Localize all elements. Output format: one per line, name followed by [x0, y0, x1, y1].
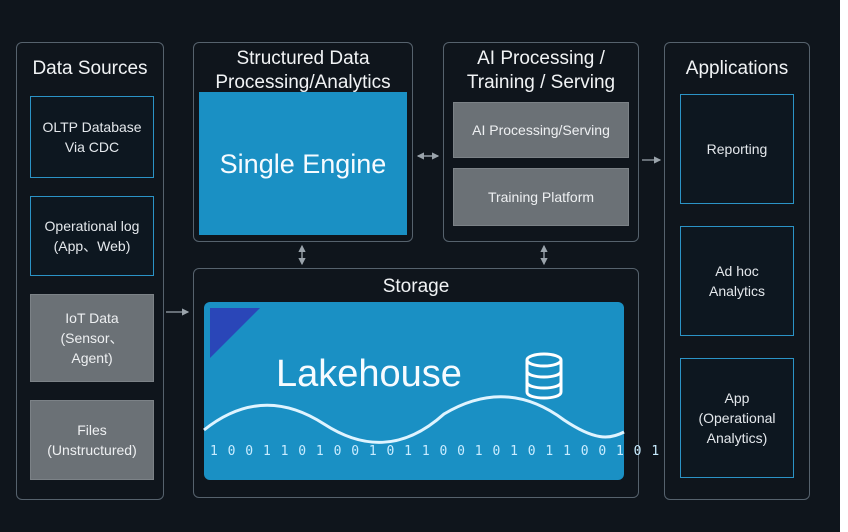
database-icon: [525, 352, 563, 400]
app-ad-hoc-analytics: Ad hoc Analytics: [680, 226, 794, 336]
structured-processing-title: Structured Data Processing/Analytics: [215, 48, 391, 93]
ai-processing-title: AI Processing / Training / Serving: [466, 48, 616, 93]
lakehouse-label: Lakehouse: [276, 353, 462, 395]
ai-processing-serving-box: AI Processing/Serving: [453, 102, 629, 158]
corner-triangle-decoration: [210, 308, 260, 358]
training-platform-box: Training Platform: [453, 168, 629, 226]
lakehouse-graphic: [203, 308, 625, 444]
app-reporting: Reporting: [680, 94, 794, 204]
lakehouse-box: Lakehouse 1 0 0 1 1 0 1 0 0 1 0 1 1 0 0 …: [203, 302, 767, 480]
source-operational-log: Operational log (App、Web): [30, 196, 154, 276]
storage-title: Storage: [382, 276, 450, 297]
applications-title: Applications: [685, 58, 789, 79]
wave-line: [203, 395, 625, 444]
source-oltp-database: OLTP Database Via CDC: [30, 96, 154, 178]
binary-digits-row: 1 0 0 1 1 0 1 0 0 1 0 1 1 0 0 1 0 1 0 1 …: [210, 444, 767, 459]
source-iot-data: IoT Data (Sensor、 Agent): [30, 294, 154, 382]
single-engine-box: Single Engine: [199, 92, 407, 235]
app-operational-analytics: App (Operational Analytics): [680, 358, 794, 478]
data-sources-title: Data Sources: [32, 58, 148, 79]
source-files: Files (Unstructured): [30, 400, 154, 480]
